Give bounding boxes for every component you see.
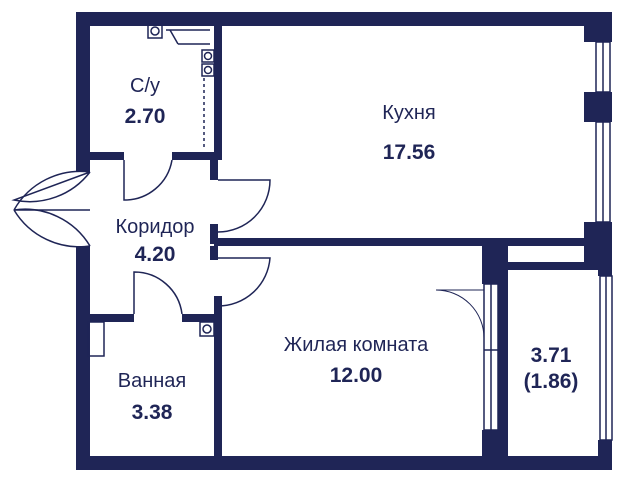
doors (11, 159, 485, 339)
room-labels: С/у 2.70 Кухня 17.56 Коридор 4.20 Жилая … (116, 75, 579, 424)
wall-balcony-top (482, 262, 606, 270)
kitchen-area: 17.56 (383, 141, 436, 164)
wall-kitchen-living (214, 238, 586, 246)
entry-door-upper (11, 171, 91, 203)
shafts (87, 23, 215, 357)
wall-living-balcony-bottom (482, 430, 508, 470)
bathroom-area: 3.38 (132, 401, 173, 424)
wall-corridor-right (210, 152, 218, 180)
wall-bath-living (214, 314, 222, 460)
wall-corridor-bath-left (88, 314, 134, 322)
shaft-1 (147, 23, 163, 39)
corridor-area: 4.20 (135, 243, 176, 266)
shaft-3 (201, 63, 215, 77)
wall-bottom (76, 456, 612, 470)
shaft-4 (199, 321, 215, 337)
wall-right-2 (584, 92, 612, 122)
shaft-2 (201, 49, 215, 63)
bath-fixture (87, 321, 105, 357)
wall-su-bottom-left (88, 152, 124, 160)
living-area: 12.00 (330, 364, 383, 387)
living-name: Жилая комната (284, 334, 429, 356)
bathroom-name: Ванная (118, 370, 187, 392)
wall-left-upper (76, 12, 90, 172)
su-door (123, 159, 173, 201)
wall-door-jamb-1 (210, 224, 218, 244)
wall-su-bottom-right (172, 152, 222, 160)
wall-balcony-mid (498, 284, 508, 430)
bath-door (133, 271, 183, 315)
wall-top (76, 12, 612, 26)
wall-right-3 (584, 222, 612, 262)
wall-corridor-bath-right (182, 314, 218, 322)
living-door (217, 257, 271, 307)
kitchen-name: Кухня (382, 102, 436, 124)
wall-right-1 (584, 12, 612, 42)
wall-door-jamb-2 (210, 246, 218, 260)
wall-living-left-upper (214, 296, 222, 314)
wall-left-lower (76, 246, 90, 470)
walls (76, 12, 612, 470)
corridor-name: Коридор (116, 216, 195, 238)
kitchen-door (217, 179, 271, 233)
wall-right-5 (598, 440, 612, 470)
balcony-door-arc (435, 289, 485, 339)
su-area: 2.70 (125, 105, 166, 128)
balcony-area: 3.71 (531, 344, 572, 367)
balcony-area-reduced: (1.86) (524, 370, 579, 393)
su-name: С/у (130, 75, 160, 97)
windows (483, 41, 613, 441)
wall-su-kitchen (214, 24, 222, 158)
